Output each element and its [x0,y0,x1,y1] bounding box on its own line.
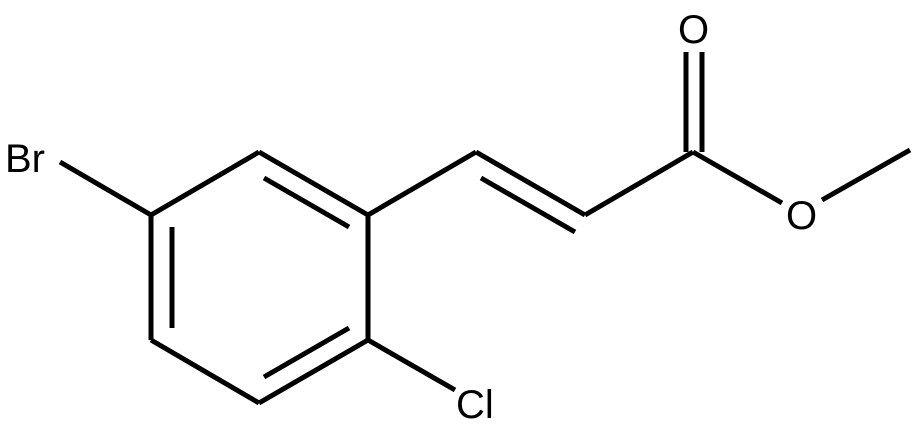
ring-bond-c3-c4 [257,337,370,406]
bond-vinyl-carbonyl [583,149,695,218]
ester-oxygen-label: O [786,194,817,238]
bond-vinyl-double-inner [479,175,577,235]
carbonyl-oxygen-label: O [678,8,709,52]
ring-bond-c3-c4-inner [262,325,351,380]
ring-bond-c1-c2-inner [262,175,351,230]
benzene-ring [148,149,371,406]
bond-ring-chlorine [366,337,457,393]
chlorine-label: Cl [456,383,494,427]
ring-bond-c1-c2 [257,149,370,218]
ring-bond-c4-c5 [149,337,261,406]
bond-ring-vinyl [366,149,478,218]
bond-ester-oxygen-methyl [820,147,912,203]
bromine-label: Br [5,137,45,181]
ring-bond-c6-c1 [149,149,261,218]
bond-ring-bromine [58,159,153,218]
bond-vinyl-double [474,149,587,218]
bond-carbonyl-ester-oxygen [691,149,784,206]
